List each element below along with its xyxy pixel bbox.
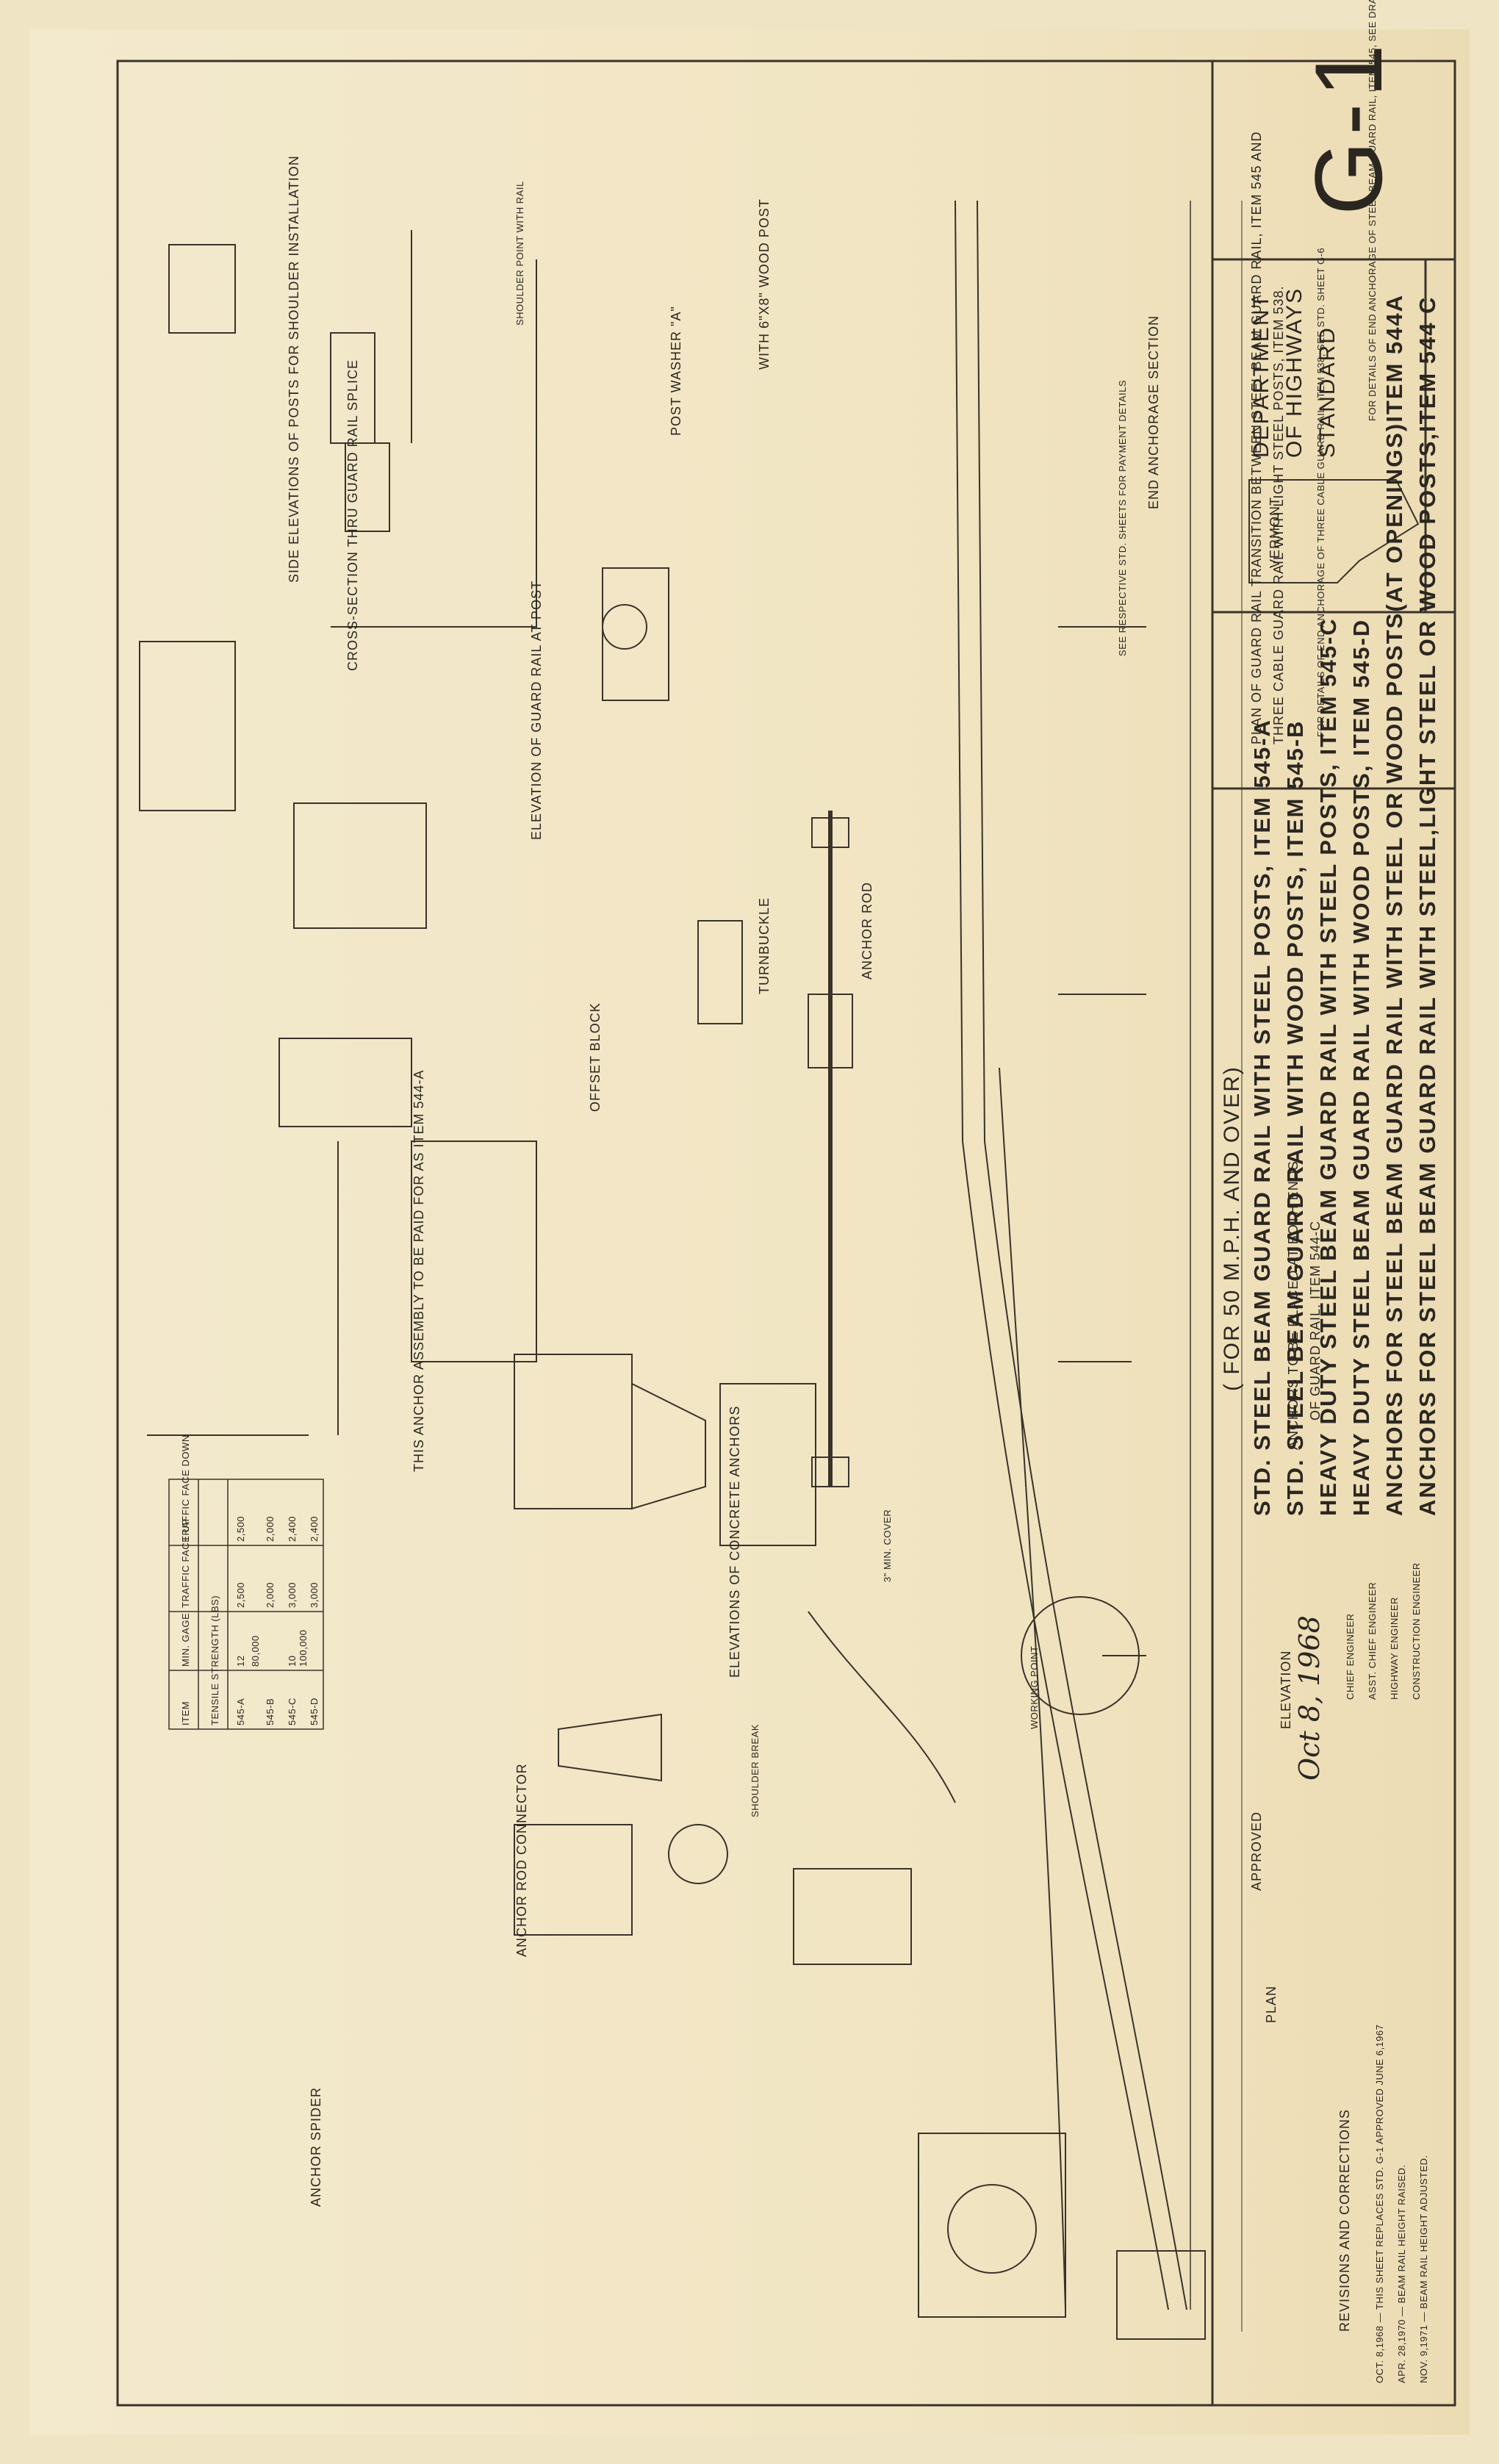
min-cover-label: 3" MIN. COVER [882,1509,893,1582]
title-line-2: STD. STEEL BEAM GUARD RAIL WITH WOOD POS… [1282,719,1308,1516]
state-label: VERMONT [1268,497,1282,568]
speed-note: ( FOR 50 M.P.H. AND OVER) [1220,1066,1244,1391]
elevation-label: ELEVATION [1279,1650,1293,1729]
department-line-3: STANDARD [1315,326,1340,458]
spec-row-4-item: 545-D [309,1698,320,1725]
concrete-anchors [514,1354,1140,1803]
department-line-1: DEPARTMENT [1249,293,1273,458]
lower-details [139,230,1066,2318]
drawing-sheet [29,29,1470,2435]
anchor-rod-connector-label: ANCHOR ROD CONNECTOR [514,1763,529,1957]
turnbuckle-label: TURNBUCKLE [757,897,772,994]
spec-row-1-item: 545-A [235,1698,246,1725]
title-line-6: ANCHORS FOR STEEL BEAM GUARD RAIL WITH S… [1414,295,1440,1516]
spec-row-1-tensile: 80,000 [250,1635,261,1667]
spec-row-2-down: 2,000 [265,1515,276,1542]
role-construction-engineer: CONSTRUCTION ENGINEER [1411,1562,1422,1700]
plan-label: PLAN [1264,1985,1279,2023]
shoulder-break-label: SHOULDER BREAK [750,1724,761,1817]
spec-header-face-down: TRAFFIC FACE DOWN [180,1434,191,1542]
wood-post-label: WITH 6"X8" WOOD POST [757,198,772,370]
vermont-outline [1248,479,1420,583]
shoulder-point-label: SHOULDER POINT WITH RAIL [514,181,525,326]
approval-date: Oct 8, 1968 [1293,1615,1326,1781]
working-point-label: WORKING POINT [1029,1645,1040,1729]
revisions-heading: REVISIONS AND CORRECTIONS [1337,2108,1352,2332]
spec-header-gage: MIN. GAGE [180,1612,191,1667]
elevation-guard-rail-label: ELEVATION OF GUARD RAIL AT POST [529,580,544,840]
department-line-2: OF HIGHWAYS [1282,287,1306,458]
anchor-spider-label: ANCHOR SPIDER [309,2086,323,2207]
side-elevations-label: SIDE ELEVATIONS OF POSTS FOR SHOULDER IN… [287,155,301,583]
title-line-3: HEAVY DUTY STEEL BEAM GUARD RAIL WITH ST… [1315,617,1341,1516]
offset-block-label: OFFSET BLOCK [588,1002,603,1112]
sheet-number: G-1 [1295,38,1402,215]
spec-row-4-up: 3,000 [309,1581,320,1608]
role-chief-engineer: CHIEF ENGINEER [1345,1613,1356,1700]
revision-entry-3: NOV. 9,1971 — BEAM RAIL HEIGHT ADJUSTED. [1418,2155,1429,2383]
spec-row-3-up: 3,000 [287,1581,298,1608]
spec-row-3-tensile: 100,000 [298,1629,309,1667]
see-std-sheets: SEE RESPECTIVE STD. SHEETS FOR PAYMENT D… [1117,380,1128,656]
spec-table-grid [168,1479,324,1730]
spec-row-3-item: 545-C [287,1698,298,1725]
title-line-4: HEAVY DUTY STEEL BEAM GUARD RAIL WITH WO… [1348,618,1374,1516]
concrete-anchors-label: ELEVATIONS OF CONCRETE ANCHORS [727,1405,742,1678]
spec-row-1-down: 2,500 [235,1515,246,1542]
sheet-border [116,60,1456,2407]
revision-entry-2: APR. 28,1970 — BEAM RAIL HEIGHT RAISED. [1396,2164,1407,2383]
anchor-rod-label: ANCHOR ROD [860,881,874,980]
end-anchorage-section: END ANCHORAGE SECTION [1146,315,1161,509]
title-line-1: STD. STEEL BEAM GUARD RAIL WITH STEEL PO… [1249,719,1275,1516]
spec-row-2-up: 2,000 [265,1581,276,1608]
approved-label: APPROVED [1249,1811,1264,1891]
spec-header-item: ITEM [180,1700,191,1725]
spec-row-1-up: 2,500 [235,1581,246,1608]
role-asst-chief: ASST. CHIEF ENGINEER [1367,1581,1378,1700]
role-highway-engineer: HIGHWAY ENGINEER [1389,1597,1400,1700]
title-line-5: ANCHORS FOR STEEL BEAM GUARD RAIL WITH S… [1381,293,1407,1516]
spec-row-2-item: 545-B [265,1698,276,1725]
spec-row-1-gage: 12 [235,1655,246,1667]
anchor-rod-drawing [697,811,853,1487]
revision-entry-1: OCT. 8,1968 — THIS SHEET REPLACES STD. G… [1374,2024,1385,2383]
guard-rail-plan [955,200,1243,2340]
spec-row-3-down: 2,400 [287,1515,298,1542]
spec-row-3-gage: 10 [287,1655,298,1667]
cross-section-label: CROSS-SECTION THRU GUARD RAIL SPLICE [345,359,360,671]
spec-header-tensile: TENSILE STRENGTH (LBS) [209,1595,220,1725]
spec-row-4-down: 2,400 [309,1515,320,1542]
anchor-assembly-label: THIS ANCHOR ASSEMBLY TO BE PAID FOR AS I… [411,1069,426,1472]
post-washer-label: POST WASHER "A" [669,306,683,436]
